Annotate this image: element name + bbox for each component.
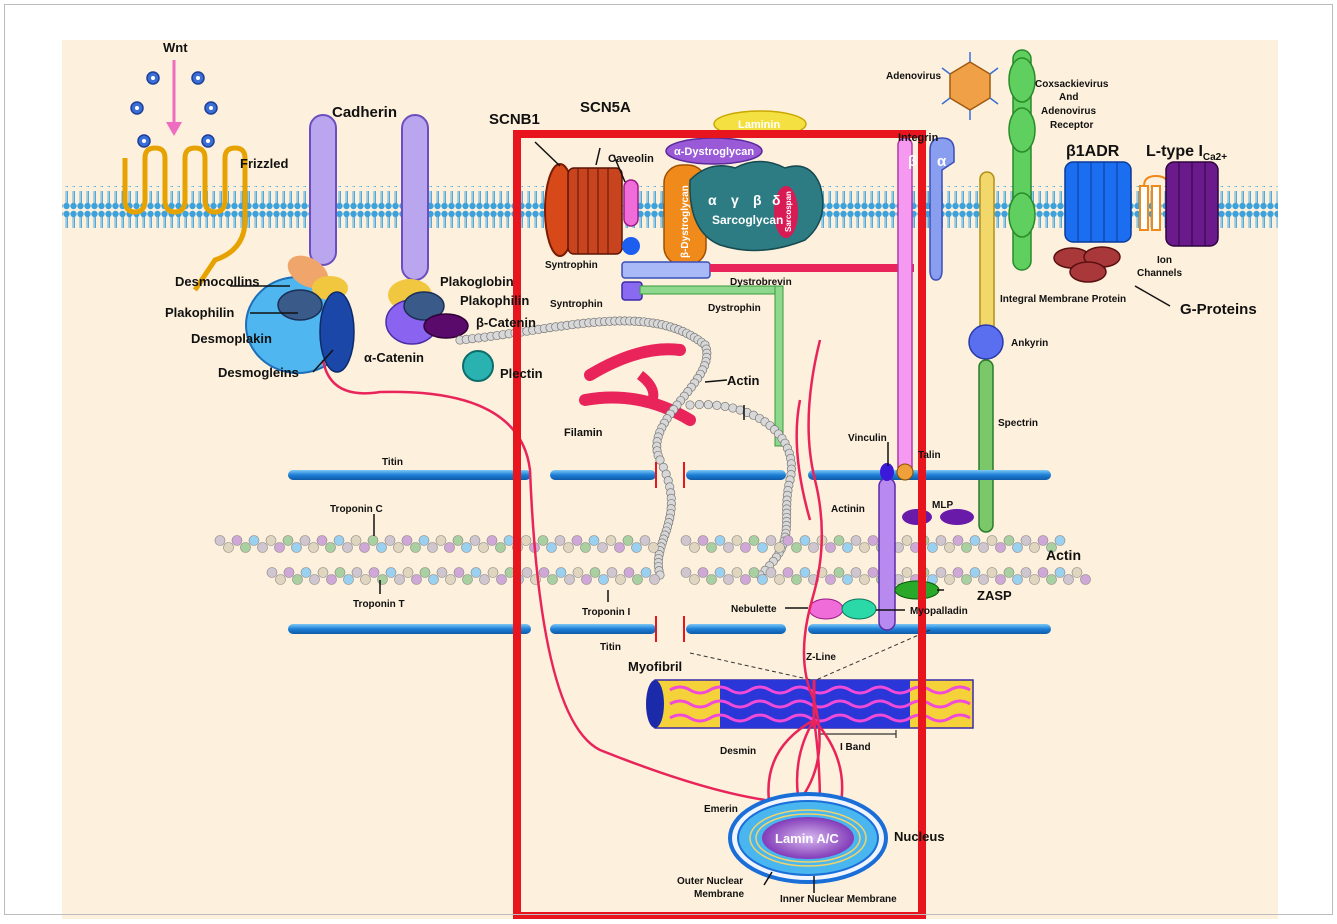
figure-border [4, 4, 1333, 915]
